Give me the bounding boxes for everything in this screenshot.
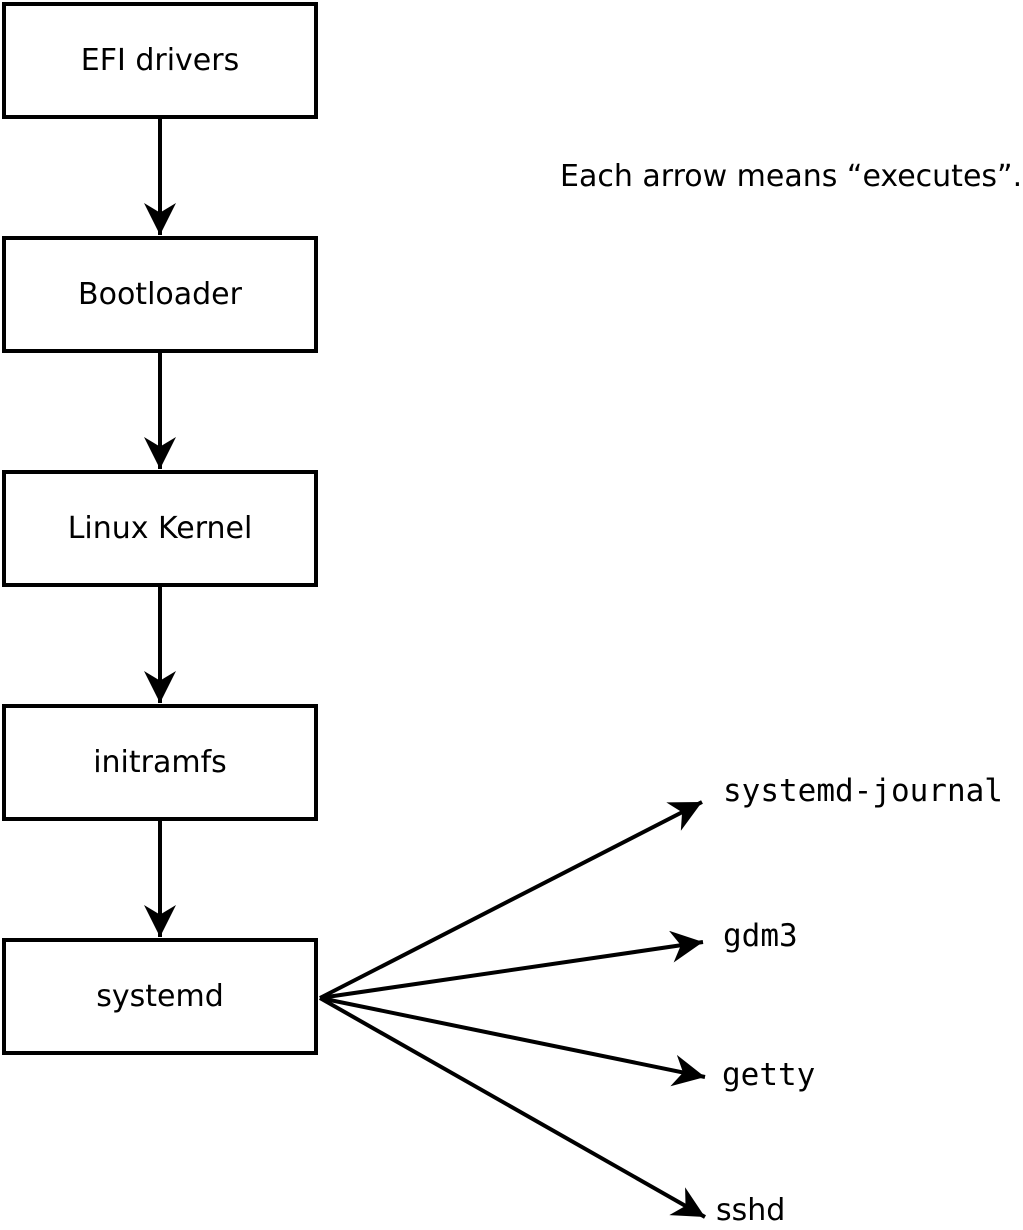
box-label: initramfs <box>93 744 227 780</box>
arrow-systemd-to-sshd <box>319 996 706 1219</box>
box-systemd: systemd <box>2 938 318 1055</box>
box-label: EFI drivers <box>80 42 240 78</box>
target-label-gdm3: gdm3 <box>723 918 798 954</box>
box-label: Linux Kernel <box>67 510 253 546</box>
box-label: systemd <box>96 978 224 1014</box>
box-label: Bootloader <box>78 276 242 312</box>
box-linux-kernel: Linux Kernel <box>2 470 318 587</box>
box-efi-drivers: EFI drivers <box>2 2 318 119</box>
target-label-sshd: sshd <box>716 1193 786 1228</box>
arrow-systemd-to-journal <box>319 800 703 1000</box>
caption: Each arrow means “executes”. <box>560 159 1023 194</box>
arrow-systemd-to-getty <box>319 996 706 1087</box>
box-initramfs: initramfs <box>2 704 318 821</box>
target-label-getty: getty <box>722 1057 816 1093</box>
box-bootloader: Bootloader <box>2 236 318 353</box>
target-label-systemd-journal: systemd-journal <box>723 773 1003 809</box>
arrow-systemd-to-gdm3 <box>319 930 704 1000</box>
